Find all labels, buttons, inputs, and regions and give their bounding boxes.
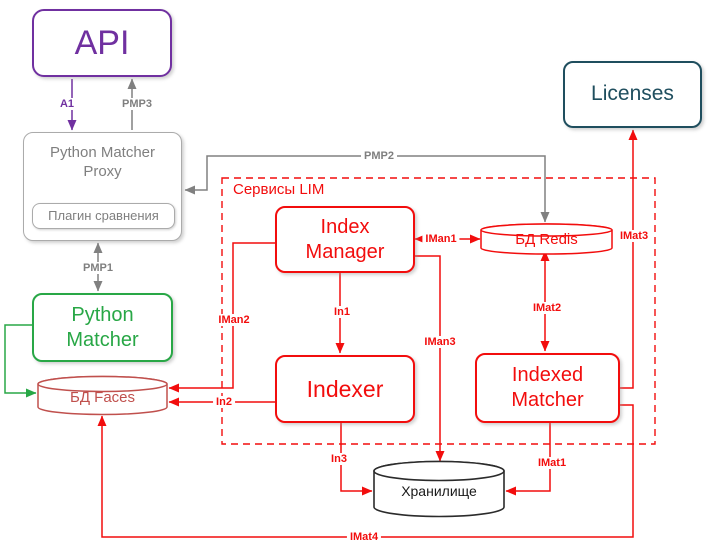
storage-label: Хранилище	[401, 483, 477, 499]
edge-label-imat1: IMat1	[534, 457, 570, 469]
edge-label-in3: In3	[328, 453, 350, 465]
edge-imat1	[505, 423, 551, 496]
edge-label-pmp3: PMP3	[119, 98, 155, 110]
edge-label-pmp1: PMP1	[80, 262, 116, 274]
faces-db-cylinder	[37, 375, 168, 416]
lim-group-label: Сервисы LIM	[231, 181, 327, 198]
edge-in3	[340, 423, 373, 496]
edge-python-matcher-faces	[4, 324, 37, 398]
edge-label-a1: A1	[56, 98, 78, 110]
edge-label-iman1: IMan1	[422, 233, 460, 245]
edge-label-in1: In1	[331, 306, 353, 318]
api-node: API	[32, 9, 172, 77]
redis-db-cylinder	[480, 223, 613, 255]
edge-label-imat3: IMat3	[616, 230, 652, 242]
faces-db-label: БД Faces	[69, 389, 136, 406]
edge-label-iman3: IMan3	[421, 336, 459, 348]
edge-label-in2: In2	[213, 396, 235, 408]
edge-pmp2	[184, 155, 550, 223]
edge-label-iman2: IMan2	[215, 314, 253, 326]
edge-label-pmp2: PMP2	[361, 150, 397, 162]
indexer-node: Indexer	[275, 355, 415, 423]
python-matcher-node: Python Matcher	[32, 293, 173, 362]
edge-imat4	[97, 404, 634, 538]
comparison-plugin-node: Плагин сравнения	[32, 203, 175, 229]
licenses-node: Licenses	[563, 61, 702, 128]
index-manager-node: Index Manager	[275, 206, 415, 273]
storage-cylinder	[373, 460, 505, 518]
redis-db-label: БД Redis	[515, 231, 578, 248]
edge-iman3	[415, 255, 445, 462]
lim-group-border	[221, 177, 656, 445]
indexed-matcher-node: Indexed Matcher	[475, 353, 620, 423]
edge-imat3	[620, 129, 638, 389]
edge-label-imat2: IMat2	[529, 302, 565, 314]
edge-label-imat4: IMat4	[346, 531, 382, 543]
